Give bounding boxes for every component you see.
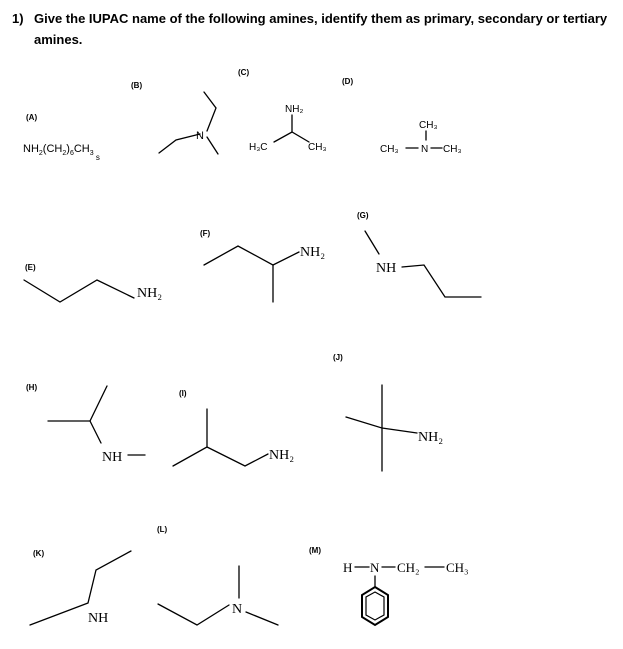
structure-d-ch3-right: CH₃	[443, 144, 462, 155]
label-g: (G)	[357, 211, 369, 220]
structure-m-ch3: CH₃	[446, 560, 469, 575]
structure-j: NH₂	[345, 384, 443, 472]
label-d: (D)	[342, 77, 354, 86]
label-e: (E)	[25, 263, 36, 272]
structure-e-nh2: NH₂	[137, 286, 162, 301]
label-f: (F)	[200, 229, 211, 238]
structure-j-nh2: NH₂	[418, 430, 443, 445]
structure-c-nh2: NH₂	[285, 104, 303, 115]
structure-l-n: N	[232, 602, 242, 617]
question-number: 1)	[12, 11, 24, 26]
label-a: (A)	[26, 113, 38, 122]
structure-c-h3c: H₃C	[249, 142, 268, 153]
structure-l: N	[157, 565, 279, 626]
structure-k: NH	[29, 550, 132, 626]
question: 1) Give the IUPAC name of the following …	[12, 8, 614, 50]
structure-d-n: N	[421, 144, 428, 155]
structure-b: N	[158, 91, 219, 155]
label-m: (M)	[309, 546, 321, 555]
structure-f: NH₂	[203, 245, 325, 303]
benzene-ring	[361, 585, 389, 627]
structure-b-n: N	[196, 130, 204, 142]
structure-f-nh2: NH₂	[300, 245, 325, 260]
label-k: (K)	[33, 549, 45, 558]
structure-c-ch3: CH₃	[308, 142, 327, 153]
structure-d-ch3-left: CH₃	[380, 144, 399, 155]
label-h: (H)	[26, 383, 38, 392]
structure-k-nh: NH	[88, 611, 108, 626]
structure-a-formula: NH2(CH2)6CH3 s	[23, 143, 100, 162]
label-l: (L)	[157, 525, 168, 534]
structure-d: CH₃ CH₃ N CH₃	[380, 120, 462, 155]
structure-e: NH₂	[23, 279, 162, 303]
structure-m-ch2: CH₂	[397, 560, 420, 575]
structure-i: NH₂	[172, 408, 294, 467]
structure-m-n: N	[370, 560, 380, 575]
structure-i-nh2: NH₂	[269, 448, 294, 463]
structure-g-nh: NH	[376, 261, 396, 276]
structure-h-nh: NH	[102, 450, 122, 465]
structure-m: H N CH₂ CH₃	[343, 560, 469, 627]
structure-c: NH₂ H₃C CH₃	[249, 104, 327, 153]
structure-m-h: H	[343, 560, 352, 575]
label-c: (C)	[238, 68, 250, 77]
label-b: (B)	[131, 81, 143, 90]
structure-g: NH	[364, 230, 482, 298]
structure-h: NH	[47, 385, 146, 465]
label-i: (I)	[179, 389, 187, 398]
question-text: Give the IUPAC name of the following ami…	[34, 11, 608, 47]
label-j: (J)	[333, 353, 343, 362]
benzene-inner-ring	[365, 591, 385, 621]
structure-d-ch3-top: CH₃	[419, 120, 438, 131]
